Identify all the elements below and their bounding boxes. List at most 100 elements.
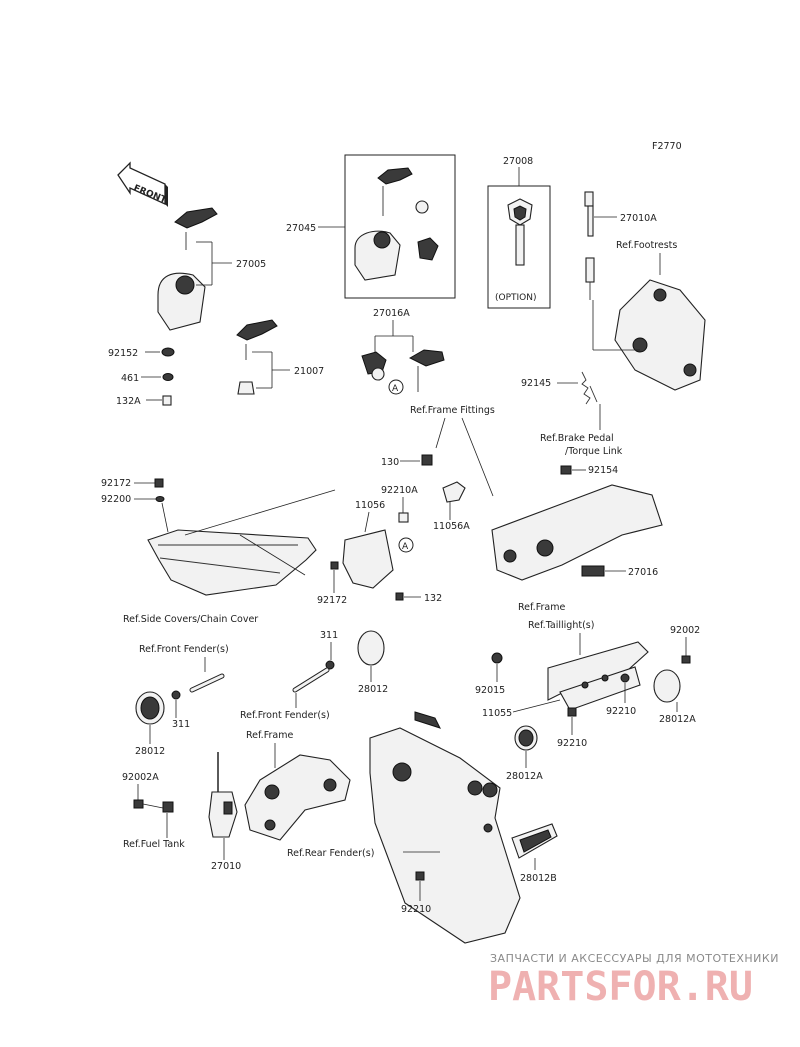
reflector-28012-left — [135, 691, 165, 725]
callout-a-bottom — [398, 537, 414, 553]
label-28012-center: 28012 — [358, 684, 388, 695]
label-92015: 92015 — [475, 685, 505, 696]
key-27008-box — [487, 185, 551, 309]
label-92200: 92200 — [101, 494, 131, 505]
screw-132-icon — [395, 592, 404, 601]
label-27016: 27016 — [628, 567, 658, 578]
label-132: 132 — [424, 593, 442, 604]
switch-27010 — [208, 752, 238, 838]
nut-311-left-icon — [171, 690, 181, 700]
nut-92210-right-icon — [620, 673, 630, 683]
part-461-icon — [162, 373, 174, 381]
label-311-top: 311 — [320, 630, 338, 641]
label-92154: 92154 — [588, 465, 618, 476]
label-ref-front-fender-1: Ref.Front Fender(s) — [139, 644, 229, 655]
reflector-28012A-bottom — [514, 725, 538, 751]
reflector-28012B — [511, 823, 558, 859]
label-ref-torque-link: /Torque Link — [565, 446, 623, 457]
label-11056A: 11056A — [433, 521, 470, 532]
frame-bracket-bottom — [244, 754, 351, 841]
label-ref-rear-fender: Ref.Rear Fender(s) — [287, 848, 374, 859]
label-ref-footrests: Ref.Footrests — [616, 240, 677, 251]
label-28012-left: 28012 — [135, 746, 165, 757]
label-132A: 132A — [116, 396, 141, 407]
spring-92145-icon — [581, 371, 598, 405]
side-cover-part — [147, 529, 317, 596]
frame-part — [491, 484, 663, 581]
label-27010: 27010 — [211, 861, 241, 872]
label-ref-frame-bottom: Ref.Frame — [246, 730, 293, 741]
key-27008-icon — [507, 198, 533, 266]
switch-27010A — [584, 191, 595, 300]
reflector-28012A-right — [653, 669, 681, 703]
label-ref-taillight: Ref.Taillight(s) — [528, 620, 594, 631]
bolt-92154-icon — [560, 465, 572, 475]
screw-92172-bottom-icon — [330, 561, 339, 570]
keys-21007 — [236, 319, 278, 395]
kit-27045-parts — [354, 167, 439, 281]
lock-set-27016A — [361, 349, 445, 392]
screw-92172-icon — [154, 478, 164, 488]
part-92152-icon — [161, 347, 175, 357]
watermark-tagline: ЗАПЧАСТИ И АКСЕССУАРЫ ДЛЯ МОТОТЕХНИКИ — [490, 952, 779, 965]
reflector-28012-center — [357, 630, 385, 666]
bracket-11056A-icon — [442, 481, 466, 503]
label-311-left: 311 — [172, 719, 190, 730]
label-92145: 92145 — [521, 378, 551, 389]
clamp-fuel-tank-icon — [162, 801, 174, 813]
label-ref-front-fender-2: Ref.Front Fender(s) — [240, 710, 330, 721]
watermark-brand: PARTSFOR.RU — [488, 964, 753, 1010]
label-27008: 27008 — [503, 156, 533, 167]
label-ref-brake-pedal: Ref.Brake Pedal — [540, 433, 614, 444]
label-28012B: 28012B — [520, 873, 557, 884]
label-28012A-bottom: 28012A — [506, 771, 543, 782]
taillight-bracket-11055 — [547, 641, 649, 711]
callout-a-bottom-text: A — [402, 542, 409, 552]
label-92210-center: 92210 — [557, 738, 587, 749]
label-92002: 92002 — [670, 625, 700, 636]
callout-a-top — [388, 379, 404, 395]
label-ref-frame-fittings: Ref.Frame Fittings — [410, 405, 495, 416]
front-arrow-icon: FRONT — [117, 161, 168, 207]
label-130: 130 — [381, 457, 399, 468]
callout-a-top-text: A — [392, 384, 399, 394]
bracket-11056-icon — [342, 529, 394, 589]
nut-92210-bottom-icon — [415, 871, 425, 881]
nut-92015-icon — [491, 652, 503, 664]
screw-92002A-icon — [133, 799, 144, 809]
rod-front-fender-1 — [189, 673, 225, 693]
label-92210-bottom: 92210 — [401, 904, 431, 915]
label-11055: 11055 — [482, 708, 512, 719]
rod-front-fender-2 — [292, 667, 330, 693]
bushing-92210A-icon — [398, 512, 409, 523]
label-21007: 21007 — [294, 366, 324, 377]
label-ref-side-covers: Ref.Side Covers/Chain Cover — [123, 614, 258, 625]
ignition-switch-27005 — [157, 207, 218, 331]
option-label: (OPTION) — [495, 293, 537, 303]
label-28012A-right: 28012A — [659, 714, 696, 725]
label-92172-top: 92172 — [101, 478, 131, 489]
label-27045: 27045 — [286, 223, 316, 234]
label-92210-right: 92210 — [606, 706, 636, 717]
label-ref-fuel-tank: Ref.Fuel Tank — [123, 839, 185, 850]
label-92172-bottom: 92172 — [317, 595, 347, 606]
label-27010A: 27010A — [620, 213, 657, 224]
label-ref-frame-top: Ref.Frame — [518, 602, 565, 613]
kit-27045-box — [344, 154, 456, 299]
label-92152: 92152 — [108, 348, 138, 359]
label-461: 461 — [121, 373, 139, 384]
rear-fender-part — [369, 711, 521, 944]
nut-311-icon — [325, 660, 335, 670]
part-132A-icon — [162, 395, 172, 406]
label-11056: 11056 — [355, 500, 385, 511]
footrest-bracket — [614, 279, 706, 391]
figure-code: F2770 — [652, 141, 682, 152]
bolt-130-icon — [421, 454, 433, 466]
screw-92002-icon — [681, 655, 691, 664]
label-27016A: 27016A — [373, 308, 410, 319]
label-92002A: 92002A — [122, 772, 159, 783]
label-92210A: 92210A — [381, 485, 418, 496]
nut-92210-center-icon — [567, 707, 577, 717]
label-27005: 27005 — [236, 259, 266, 270]
